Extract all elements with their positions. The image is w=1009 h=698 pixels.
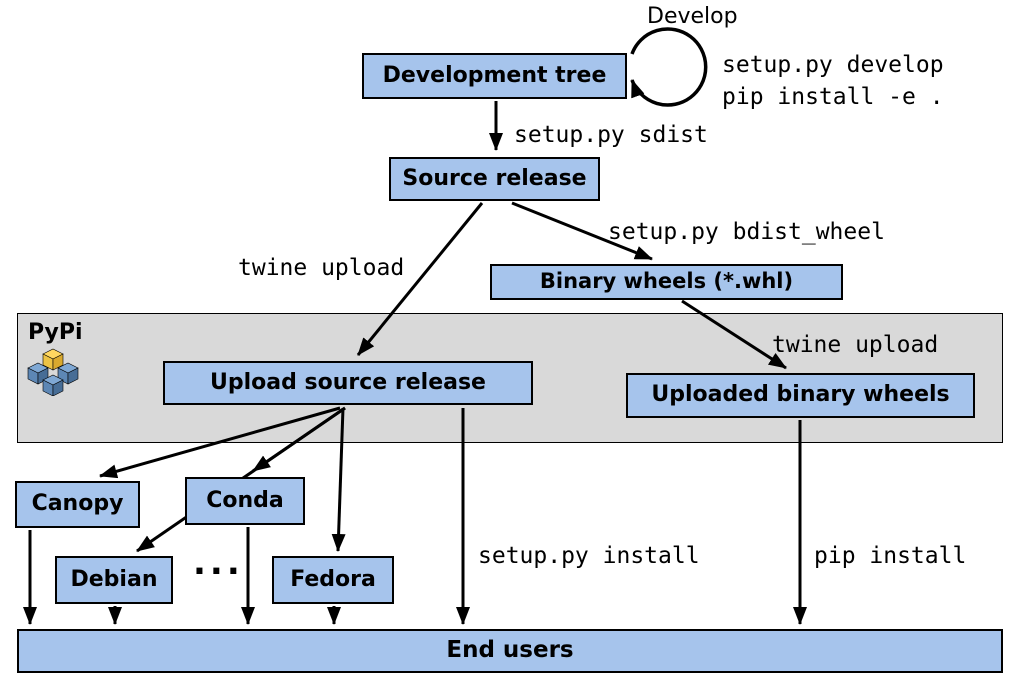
- node-fedora: Fedora: [272, 556, 394, 604]
- node-development-tree: Development tree: [362, 53, 627, 99]
- label-setup-bdist-wheel-command: setup.py bdist_wheel: [608, 219, 885, 245]
- label-setup-install-command: setup.py install: [478, 543, 700, 569]
- node-upload-source-release: Upload source release: [163, 361, 533, 405]
- arrow-upload-source-to-fedora: [331, 407, 346, 552]
- node-end-users: End users: [17, 629, 1003, 673]
- node-canopy: Canopy: [15, 481, 140, 528]
- node-conda: Conda: [185, 477, 305, 525]
- label-pip-install-command: pip install: [814, 543, 967, 569]
- pypi-band-label: PyPi: [28, 320, 83, 345]
- pypi-logo-icon: [27, 348, 79, 396]
- node-binary-wheels: Binary wheels (*.whl): [490, 264, 843, 300]
- arrow-source-to-upload-source: [356, 202, 484, 356]
- label-twine-upload-source: twine upload: [238, 255, 405, 281]
- label-develop: Develop: [647, 4, 738, 29]
- label-setup-develop-command: setup.py develop: [722, 52, 944, 78]
- arrow-wheels-to-uploaded-wheels: [681, 299, 787, 370]
- label-setup-sdist-command: setup.py sdist: [514, 122, 708, 148]
- node-source-release: Source release: [389, 157, 600, 201]
- label-twine-upload-wheels: twine upload: [772, 332, 939, 358]
- arrow-develop-self-loop: [630, 27, 708, 107]
- arrow-upload-source-to-canopy: [99, 406, 341, 479]
- arrow-source-to-binary-wheels: [511, 201, 653, 261]
- more-distros-ellipsis: ...: [193, 543, 244, 583]
- node-debian: Debian: [55, 556, 173, 604]
- label-pip-install-editable-command: pip install -e .: [722, 84, 944, 110]
- node-uploaded-binary-wheels: Uploaded binary wheels: [626, 373, 975, 418]
